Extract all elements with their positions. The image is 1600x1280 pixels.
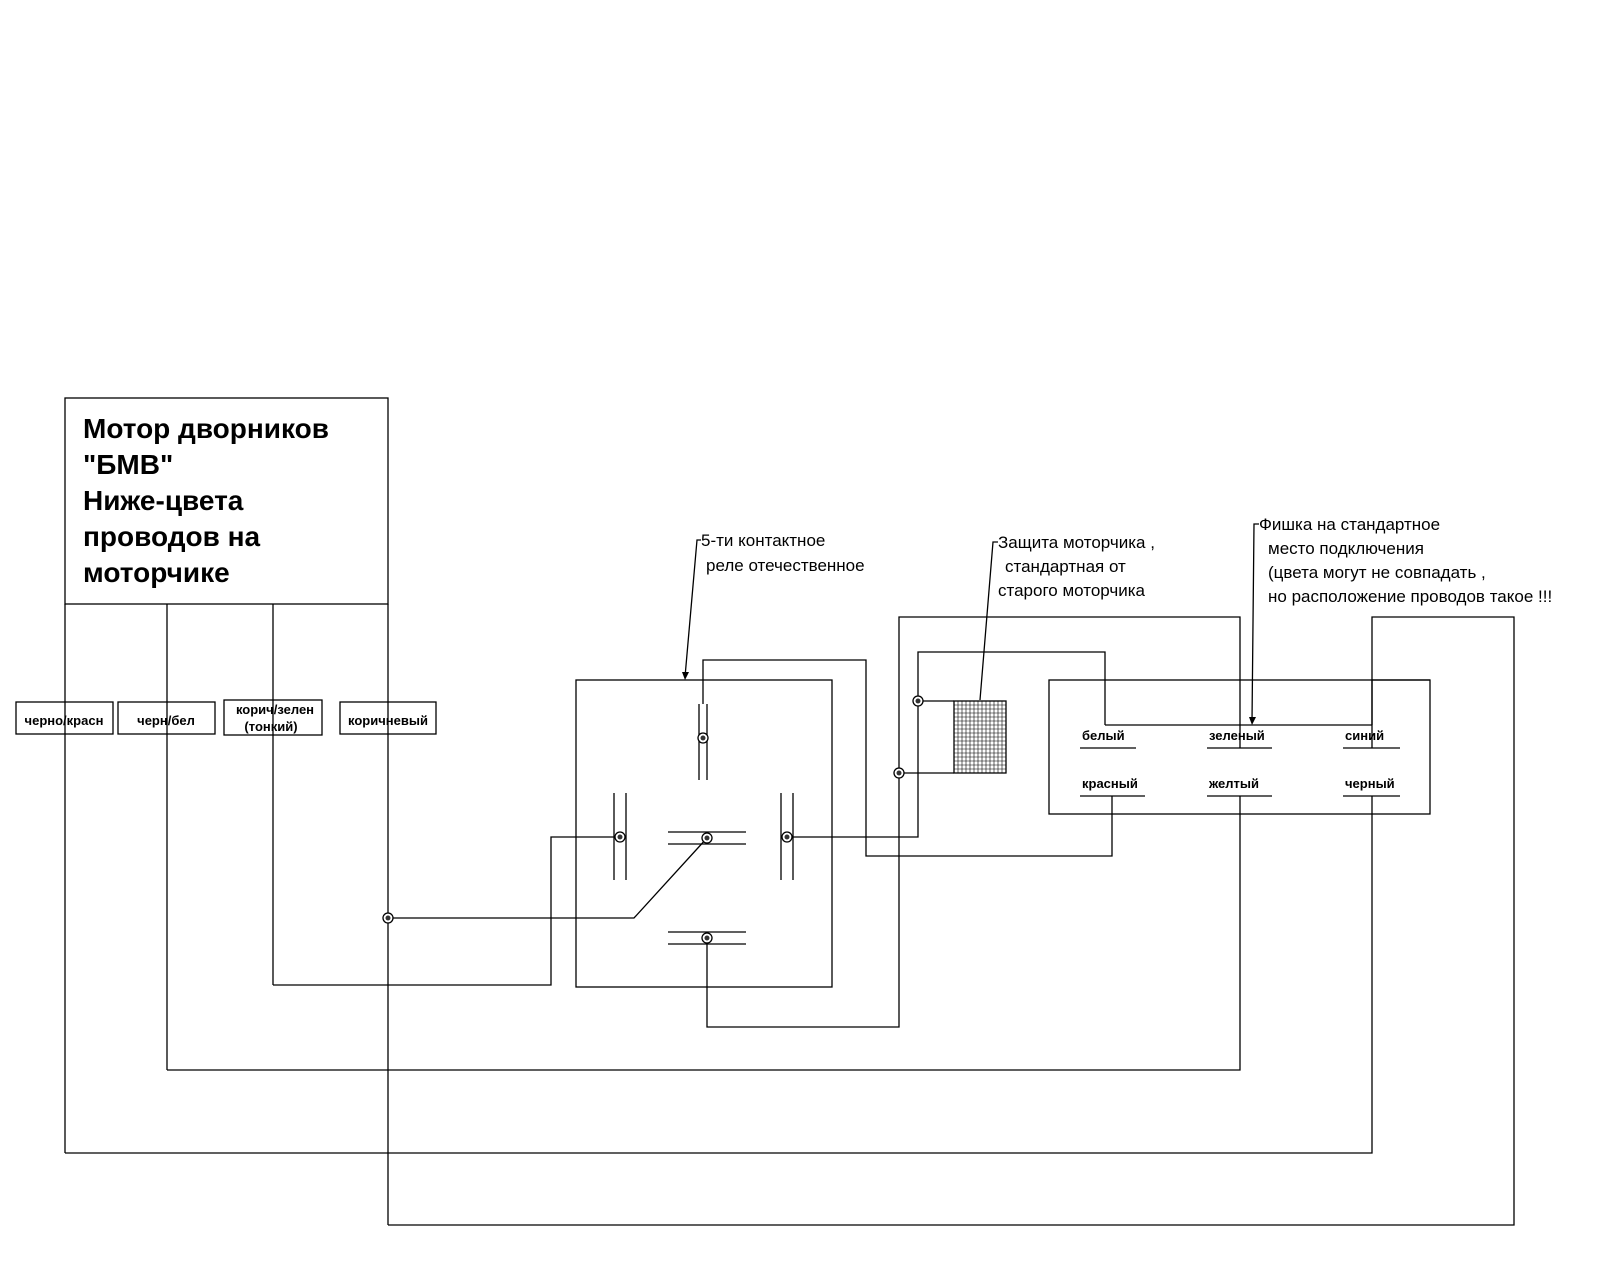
pin-label-blue: синий (1345, 728, 1384, 743)
relay-box (575, 679, 833, 988)
relay-leader-arrow (682, 672, 689, 680)
connector-note-line-2: место подключения (1268, 539, 1424, 558)
pin-label-green: зеленый (1209, 728, 1265, 743)
fuse-grid (954, 701, 1006, 773)
wire-fuse-to-white-pin (917, 651, 1106, 725)
pin-label-yellow: желтый (1208, 776, 1259, 791)
wire-label-brown-green: корич/зелен (236, 702, 314, 717)
motor-wire-lines (64, 604, 389, 1225)
wire-brown-green-to-relay-left (273, 836, 620, 986)
relay-annotation: 5-ти контактное реле отечественное (682, 531, 865, 680)
relay-leader-line (684, 539, 701, 678)
connector-note-line-3: (цвета могут не совпадать , (1268, 563, 1486, 582)
connector-annotation: Фишка на стандартное место подключения (… (1249, 515, 1552, 725)
wire-black-white-to-yellow-pin (167, 796, 1241, 1071)
wire-label-black-red: черно/красн (25, 713, 104, 728)
connector-leader-line (1251, 523, 1259, 723)
motor-wire-labels: черно/красн черн/бел корич/зелен (тонкий… (15, 699, 437, 736)
dot-relay-top (697, 732, 709, 744)
pin-label-black: черный (1345, 776, 1395, 791)
wire-relay-bottom-to-green-pin (706, 616, 1241, 1028)
motor-title-line-3: Ниже-цвета (83, 485, 244, 516)
wire-label-box-3 (223, 699, 323, 736)
wire-relay-right-to-fuse (787, 700, 954, 838)
motor-title-line-4: проводов на (83, 521, 260, 552)
wire-relay-top-to-red-pin (702, 659, 1113, 857)
junction-dots (382, 695, 924, 944)
fuse-leader-line (979, 541, 998, 701)
wire-black-red-to-black-pin (65, 796, 1373, 1154)
dot-relay-left (614, 831, 626, 843)
connector-note-line-4: но расположение проводов такое !!! (1268, 587, 1552, 606)
fuse-note-line-3: старого моторчика (998, 581, 1146, 600)
wire-label-box-1 (15, 701, 114, 735)
fuse (953, 700, 1007, 774)
motor-title-line-5: моторчике (83, 557, 230, 588)
wire-label-black-white: черн/бел (137, 713, 195, 728)
wire-brown-to-blue-pin (388, 616, 1515, 1226)
fuse-annotation: Защита моторчика , стандартная от старог… (979, 533, 1155, 701)
dot-brown-junction (382, 912, 394, 924)
connector-leader-arrow (1249, 717, 1256, 725)
dot-relay-bottom (701, 932, 713, 944)
wire-brown-to-relay-center (388, 837, 708, 919)
dot-relay-center (701, 832, 713, 844)
dot-relay-right (781, 831, 793, 843)
connection-wires (65, 616, 1515, 1226)
pin-label-white: белый (1082, 728, 1125, 743)
motor-block: Мотор дворников "БМВ" Ниже-цвета проводо… (64, 397, 389, 605)
motor-title-line-1: Мотор дворников (83, 413, 329, 444)
dot-fuse-bottom (893, 767, 905, 779)
dot-fuse-top (912, 695, 924, 707)
wire-label-brown: коричневый (348, 713, 428, 728)
wire-label-box-4 (339, 701, 437, 735)
connector-note-line-1: Фишка на стандартное (1259, 515, 1440, 534)
motor-title-box (64, 397, 389, 605)
fuse-note-line-2: стандартная от (1005, 557, 1126, 576)
relay-note-line-1: 5-ти контактное (701, 531, 825, 550)
wire-label-thin: (тонкий) (244, 719, 297, 734)
relay-note-line-2: реле отечественное (706, 556, 865, 575)
pin-label-red: красный (1082, 776, 1138, 791)
fuse-note-line-1: Защита моторчика , (998, 533, 1155, 552)
wire-blue-pin-stub (1371, 679, 1430, 725)
wire-label-box-2 (117, 701, 216, 735)
motor-title-line-2: "БМВ" (83, 449, 173, 480)
